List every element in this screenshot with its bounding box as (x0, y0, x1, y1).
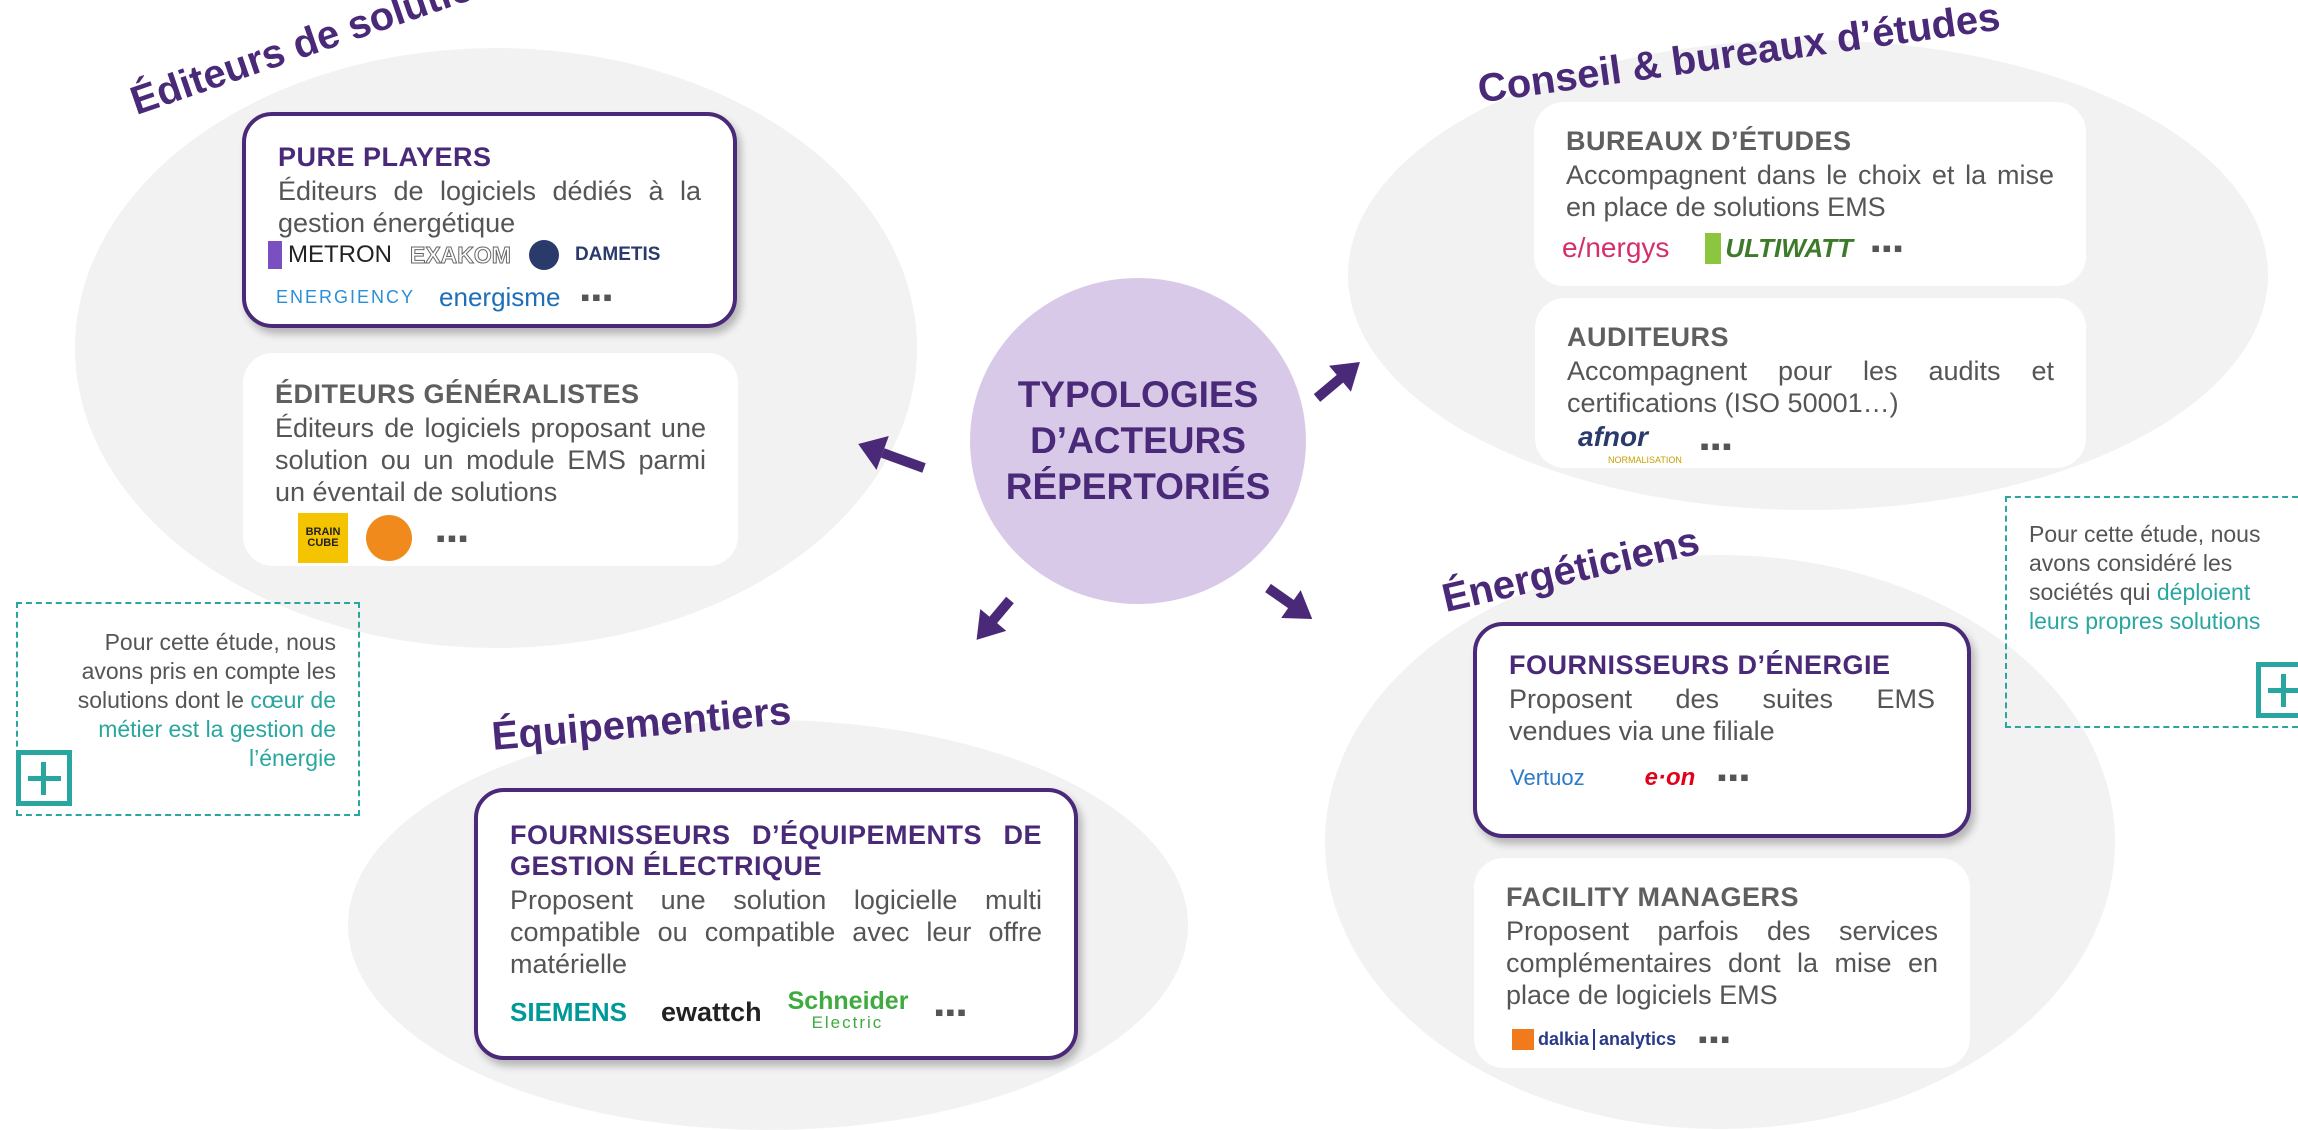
card-desc: Proposent des suites EMS vendues via une… (1509, 684, 1935, 746)
industry-logo (366, 515, 412, 561)
schneider-sub: Electric (811, 1013, 884, 1032)
card-desc: Éditeurs de logiciels dédiés à la gestio… (278, 176, 701, 238)
arrow-downleft-icon (976, 596, 1014, 640)
logos-auditeurs: afnor NORMALISATION ▪▪▪ (1578, 423, 1734, 469)
card-desc: Proposent parfois des services complémen… (1506, 916, 1938, 1010)
card-desc: Éditeurs de logiciels proposant une solu… (275, 413, 706, 507)
note-left: Pour cette étude, nous avons pris en com… (16, 602, 360, 816)
center-title: TYPOLOGIES D’ACTEURS RÉPERTORIÉS (1005, 374, 1271, 507)
exakom-logo: EXAKOM (410, 241, 512, 268)
card-auditeurs: AUDITEURS Accompagnent pour les audits e… (1535, 298, 2086, 468)
note-right-text: Pour cette étude, nous avons considéré l… (2029, 521, 2261, 605)
note-right: Pour cette étude, nous avons considéré l… (2005, 496, 2298, 728)
card-title: BUREAUX D’ÉTUDES (1566, 126, 1852, 156)
card-desc: Proposent une solution logicielle multi … (510, 885, 1042, 979)
card-title: ÉDITEURS GÉNÉRALISTES (275, 379, 640, 409)
card-desc: Accompagnent pour les audits et certific… (1567, 356, 2054, 418)
plus-icon (16, 750, 72, 806)
dametis-label: DAMETIS (574, 244, 661, 265)
afnor-sub: NORMALISATION (1608, 455, 1682, 465)
arrow-downright-icon (1265, 583, 1313, 619)
card-title: FOURNISSEURS D’ÉQUIPEMENTS DE GESTION ÉL… (510, 820, 1042, 881)
card-facility-managers: FACILITY MANAGERS Proposent parfois des … (1474, 858, 1970, 1068)
eon-logo: e·on (1644, 763, 1696, 791)
card-desc: Accompagnent dans le choix et la mise en… (1566, 160, 2054, 222)
card-pure-players: PURE PLAYERS Éditeurs de logiciels dédié… (242, 112, 737, 328)
logos-equipements: SIEMENS ewattch Schneider Electric ▪▪▪ (510, 987, 969, 1034)
dametis-icon (528, 240, 559, 270)
vertuoz-logo: Vertuoz (1510, 764, 1585, 790)
card-title: FOURNISSEURS D’ÉNERGIE (1509, 650, 1891, 680)
card-bureaux-etudes: BUREAUX D’ÉTUDES Accompagnent dans le ch… (1534, 102, 2086, 286)
logos-energie: Vertuoz e·on ▪▪▪ (1510, 762, 1751, 793)
arrow-upright-icon (1313, 362, 1360, 402)
logos-pure-players-row2: ENERGIENCY energisme ▪▪▪ (276, 282, 614, 313)
card-title: AUDITEURS (1567, 322, 1730, 352)
plus-icon (2256, 662, 2298, 718)
card-title: FACILITY MANAGERS (1506, 882, 1800, 912)
logos-bureaux: e/nergys ULTIWATT ▪▪▪ (1562, 232, 1905, 264)
schneider-logo: Schneider Electric (787, 987, 909, 1034)
analytics-logo: analytics (1593, 1029, 1676, 1050)
center-circle: TYPOLOGIES D’ACTEURS RÉPERTORIÉS (970, 278, 1306, 604)
more-ellipsis: ▪▪▪ (1870, 232, 1905, 263)
logos-facility: dalkia analytics ▪▪▪ (1512, 1024, 1732, 1055)
metron-logo: METRON (268, 241, 392, 269)
note-left-text: Pour cette étude, nous avons pris en com… (77, 629, 336, 713)
card-title: PURE PLAYERS (278, 142, 492, 172)
card-fournisseurs-energie: FOURNISSEURS D’ÉNERGIE Proposent des sui… (1473, 622, 1971, 838)
arrow-left-icon (858, 436, 926, 473)
afnor-logo: afnor NORMALISATION (1578, 423, 1682, 469)
energiency-logo: ENERGIENCY (276, 287, 416, 307)
afnor-label: afnor (1578, 421, 1648, 452)
more-ellipsis: ▪▪▪ (436, 522, 470, 553)
ultiwatt-logo: ULTIWATT (1705, 232, 1853, 264)
dametis-logo: DAMETIS (528, 240, 661, 270)
more-ellipsis: ▪▪▪ (580, 282, 615, 312)
more-ellipsis: ▪▪▪ (1717, 762, 1751, 792)
more-ellipsis: ▪▪▪ (934, 996, 969, 1027)
energisme-logo: energisme (439, 282, 561, 312)
logos-generalistes: BRAIN CUBE ▪▪▪ (298, 513, 470, 563)
more-ellipsis: ▪▪▪ (1699, 430, 1734, 461)
note-left-highlight: cœur de métier est la gestion de l’énerg… (98, 687, 336, 771)
dalkia-logo: dalkia (1512, 1029, 1589, 1050)
card-fournisseurs-equipements: FOURNISSEURS D’ÉQUIPEMENTS DE GESTION ÉL… (474, 788, 1078, 1060)
note-right-highlight: déploient leurs propres solutions (2029, 579, 2261, 634)
ewattch-logo: ewattch (661, 996, 762, 1027)
more-ellipsis: ▪▪▪ (1698, 1024, 1732, 1054)
logos-pure-players-row1: METRON EXAKOM DAMETIS (268, 240, 678, 270)
schneider-label: Schneider (787, 987, 909, 1015)
energys-logo: e/nergys (1562, 232, 1670, 263)
braincube-logo: BRAIN CUBE (298, 513, 348, 563)
siemens-logo: SIEMENS (510, 996, 628, 1027)
